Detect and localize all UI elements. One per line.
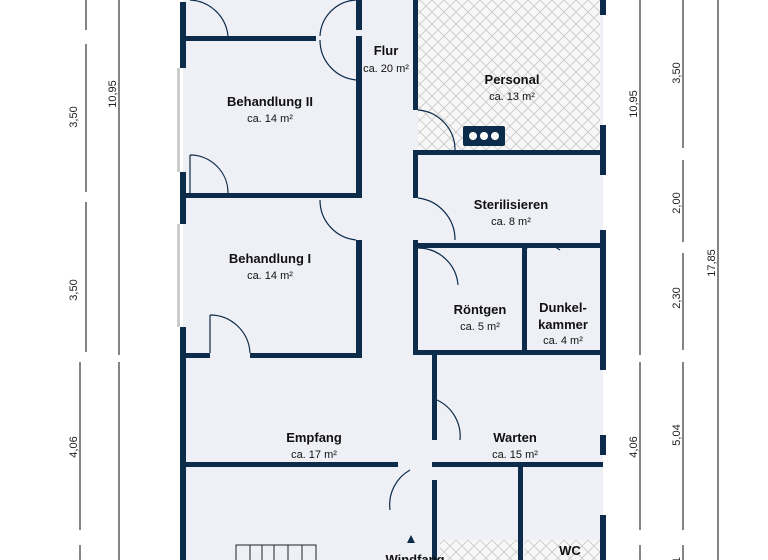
room-name-sterilisieren: Sterilisieren [474, 197, 548, 212]
room-area-warten: ca. 15 m² [492, 449, 538, 461]
dim-right-outer-1: 3,50 [671, 62, 683, 83]
dim-right-inner-2: 4,06 [628, 436, 640, 457]
room-name-personal: Personal [485, 72, 540, 87]
dim-right-outer-3: 2,30 [671, 287, 683, 308]
stairs-icon [235, 544, 317, 560]
dim-right-inner-1: 10,95 [628, 90, 640, 118]
entrance-arrow-icon [407, 535, 415, 543]
dim-right-outer-2: 2,00 [671, 192, 683, 213]
room-area-behandlung-1: ca. 14 m² [247, 270, 293, 282]
room-name-behandlung-1: Behandlung I [229, 251, 311, 266]
dim-left-2: 3,50 [68, 279, 80, 300]
room-name-dunkelkammer-2: kammer [538, 317, 588, 332]
dim-left-3: 4,06 [68, 436, 80, 457]
room-area-roentgen: ca. 5 m² [460, 321, 500, 333]
dim-right-partial: 1 [671, 557, 683, 560]
room-area-dunkelkammer: ca. 4 m² [543, 335, 583, 347]
room-area-flur: ca. 20 m² [363, 63, 409, 75]
room-name-roentgen: Röntgen [454, 302, 507, 317]
room-name-behandlung-2: Behandlung II [227, 94, 313, 109]
wc-floor-2 [525, 540, 600, 560]
room-area-empfang: ca. 17 m² [291, 449, 337, 461]
room-name-wc: WC [559, 543, 581, 558]
room-area-behandlung-2: ca. 14 m² [247, 113, 293, 125]
dim-left-1: 3,50 [68, 106, 80, 127]
dim-right-outer-4: 5,04 [671, 424, 683, 445]
room-name-windfang: Windfang [385, 552, 444, 560]
room-area-sterilisieren: ca. 8 m² [491, 216, 531, 228]
walls [177, 0, 606, 560]
dimension-lines [79, 0, 719, 560]
room-name-warten: Warten [493, 430, 537, 445]
room-name-flur: Flur [374, 43, 399, 58]
room-name-dunkelkammer-1: Dunkel- [539, 300, 587, 315]
doors [189, 0, 561, 511]
room-name-empfang: Empfang [286, 430, 342, 445]
dim-right-total: 17,85 [706, 249, 718, 277]
wc-floor-1 [440, 540, 520, 560]
room-area-personal: ca. 13 m² [489, 91, 535, 103]
dim-left-total: 10,95 [107, 80, 119, 108]
